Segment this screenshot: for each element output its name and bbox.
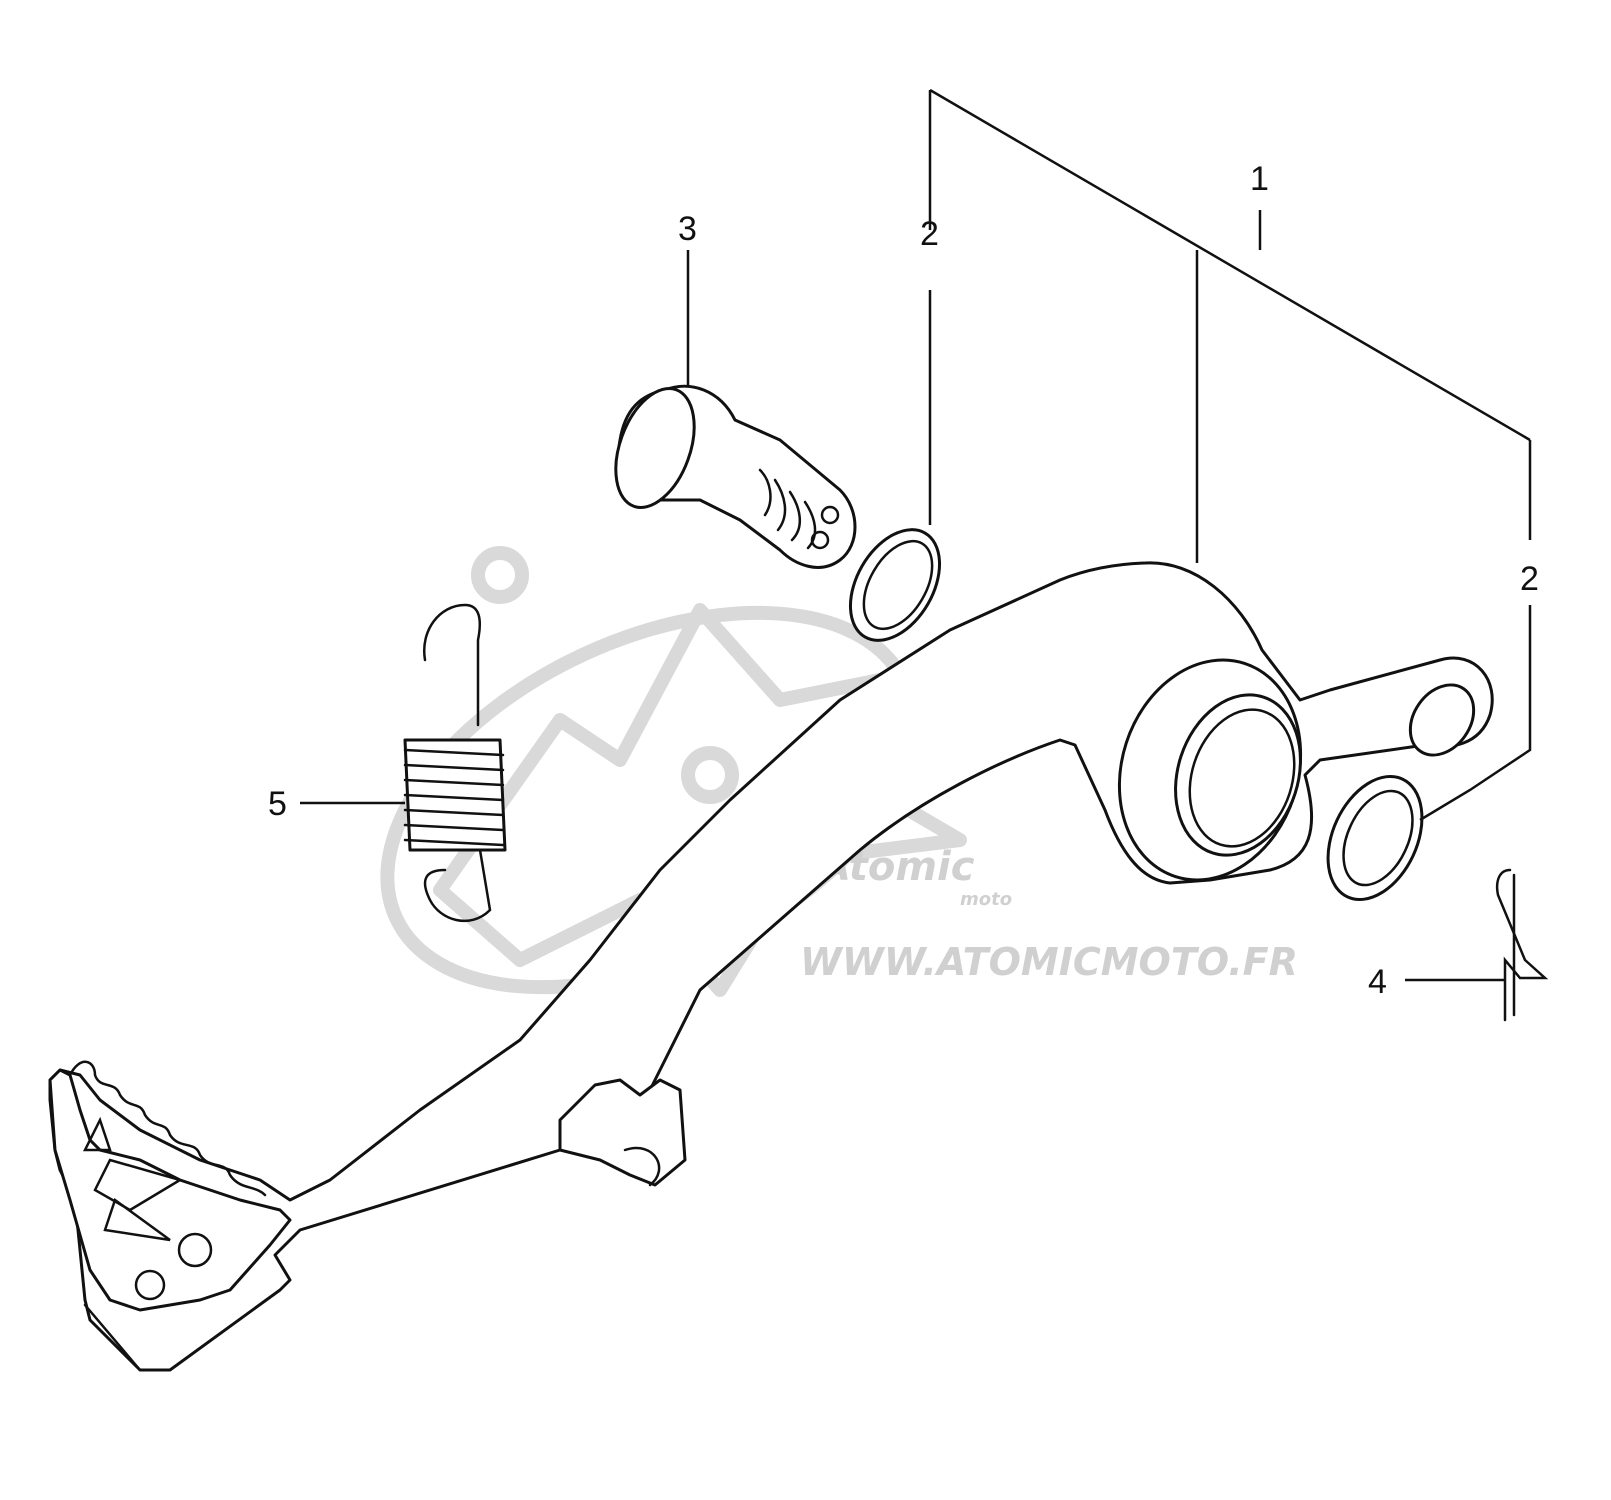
- callout-2-upper: 2: [920, 215, 939, 253]
- callout-3: 3: [678, 210, 697, 248]
- leader-lines: [300, 88, 1532, 982]
- callout-4: 4: [1368, 963, 1387, 1001]
- watermark-url: WWW.ATOMICMOTO.FR: [800, 940, 1298, 984]
- callout-1: 1: [1250, 160, 1269, 198]
- callouts: 1 2 2 3 4 5: [268, 160, 1539, 1001]
- watermark-sub: moto: [960, 889, 1012, 910]
- return-spring: [403, 603, 507, 923]
- cotter-pin: [1495, 868, 1549, 1022]
- brake-pedal: [48, 561, 1494, 1372]
- callout-5: 5: [268, 785, 287, 823]
- callout-2-lower: 2: [1520, 560, 1539, 598]
- bushing-ring-upper: [848, 528, 942, 642]
- pivot-bolt: [614, 384, 857, 569]
- bushing-ring-lower: [1326, 774, 1424, 902]
